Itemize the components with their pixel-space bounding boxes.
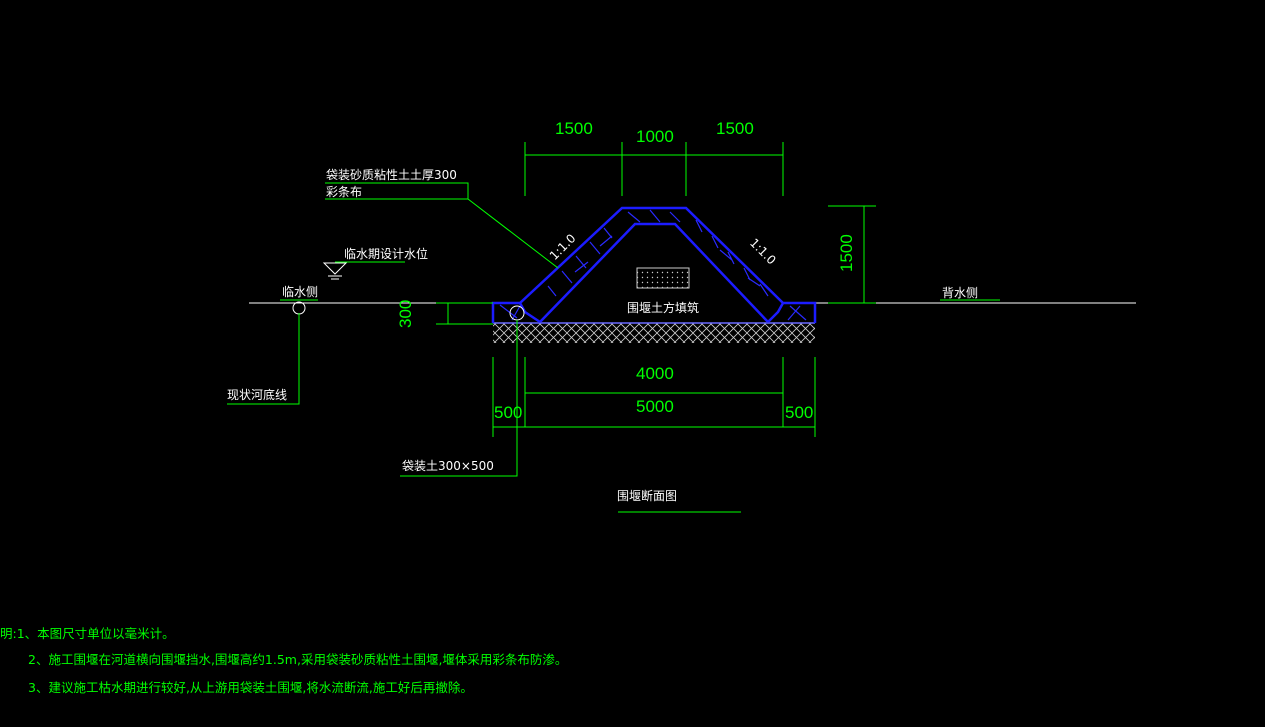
cofferdam-section <box>491 206 817 324</box>
back-side-label: 背水侧 <box>942 286 978 300</box>
water-level-symbol <box>322 261 405 280</box>
flood-level-label: 临水期设计水位 <box>344 246 428 261</box>
fill-symbol <box>636 267 690 289</box>
dim-left-berm: 500 <box>494 403 522 422</box>
dim-inner-width: 4000 <box>636 364 674 383</box>
fill-label: 围堰土方填筑 <box>627 300 699 315</box>
slope-right-label: 1:1.0 <box>747 236 779 268</box>
bottom-dimension-lines <box>492 357 816 437</box>
dim-top-left: 1500 <box>555 119 593 138</box>
foundation-hatch <box>493 323 815 343</box>
bag-soil-leader <box>400 320 518 477</box>
dim-total-width: 5000 <box>636 397 674 416</box>
riverbed-label: 现状河底线 <box>227 387 287 402</box>
water-side-label: 临水侧 <box>282 285 318 299</box>
dim-base-height: 300 <box>396 300 415 328</box>
top-dimension-lines <box>524 142 784 196</box>
riverbed-leader <box>227 313 300 405</box>
slope-left-label: 1:1.0 <box>547 231 579 263</box>
dim-top-right: 1500 <box>716 119 754 138</box>
height-dimension-lines <box>436 205 876 325</box>
bag-layer-label: 袋装砂质粘性土土厚300 <box>326 167 457 182</box>
bag-layer-leader <box>325 182 559 269</box>
bag-soil-label: 袋装土300×500 <box>402 459 494 473</box>
water-side-marker <box>292 301 306 315</box>
dim-height: 1500 <box>837 234 856 272</box>
dim-right-berm: 500 <box>785 403 813 422</box>
drawing-title: 围堰断面图 <box>617 488 677 503</box>
dim-top-mid: 1000 <box>636 127 674 146</box>
geotextile-label: 彩条布 <box>326 185 362 199</box>
note-1: 明:1、本图尺寸单位以毫米计。 <box>0 626 175 641</box>
note-2: 2、施工围堰在河道横向围堰挡水,围堰高约1.5m,采用袋装砂质粘性土围堰,堰体采… <box>28 652 567 667</box>
note-3: 3、建议施工枯水期进行较好,从上游用袋装土围堰,将水流断流,施工好后再撤除。 <box>28 680 473 695</box>
